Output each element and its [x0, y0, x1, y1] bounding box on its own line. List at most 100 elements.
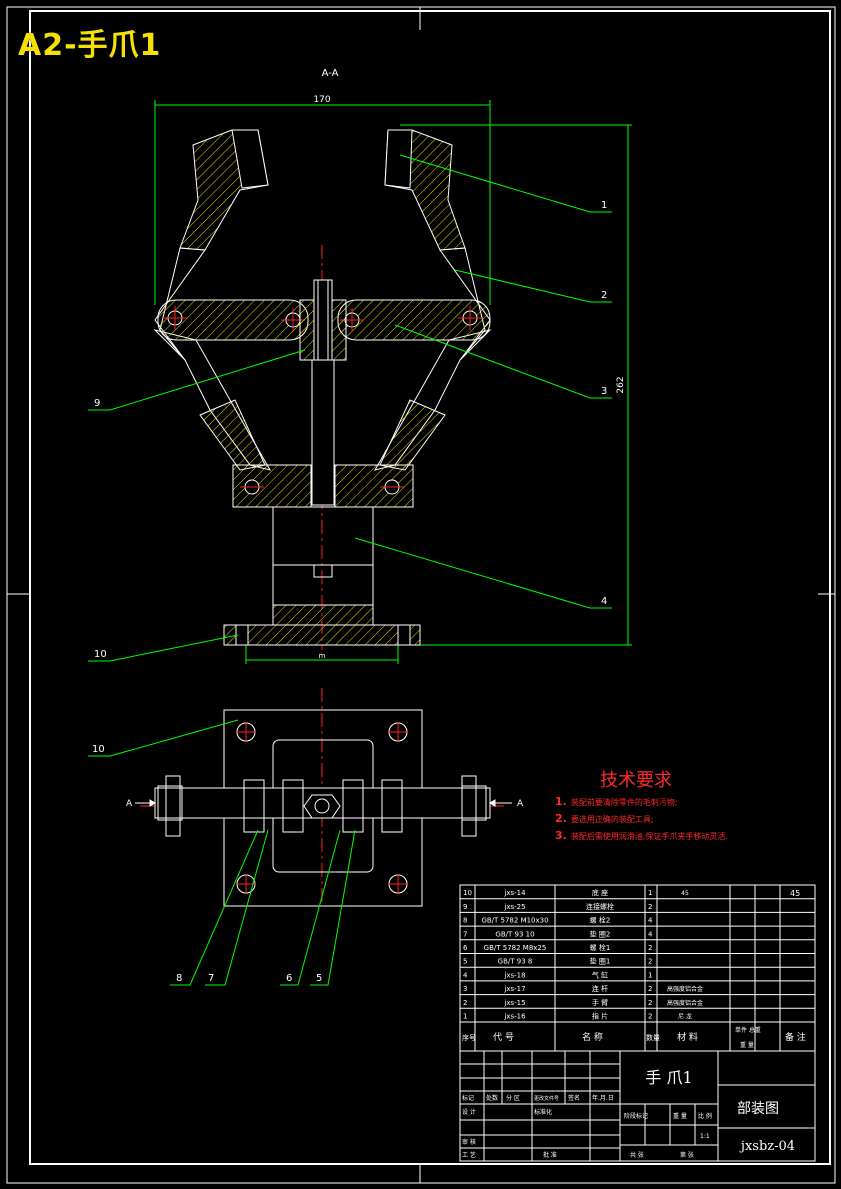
bom-cell-no: 9: [463, 903, 467, 911]
bom-header-material: 材 料: [677, 1031, 698, 1043]
tb-process: 工 艺: [462, 1151, 476, 1159]
title-block-frame: [459, 1050, 816, 1162]
bom-header: 序号 代 号 名 称 数量 材 料 单件 总重 重 量 备 注 45: [462, 889, 806, 1049]
bom-cell-name: 手 臂: [592, 998, 608, 1007]
sheet-frame: [6, 6, 836, 1184]
bom-cell-no: 2: [463, 999, 467, 1007]
bom-cell-material: 高强度铝合金: [667, 985, 703, 993]
section-arrow-left: A: [126, 799, 133, 809]
tb-sheet-no: 第 张: [680, 1151, 694, 1159]
tb-date: 年.月.日: [592, 1094, 614, 1102]
bom-cell-no: 1: [463, 1013, 467, 1021]
leader-lines: [88, 154, 612, 986]
bom-cell-name: 连接螺栓: [586, 902, 614, 911]
top-view: [154, 709, 491, 907]
bom-cell-material: 高强度铝合金: [667, 999, 703, 1007]
bom-cell-code: jxs-18: [503, 971, 525, 979]
dim-base: m: [319, 652, 326, 660]
tb-scale: 1:1: [700, 1133, 710, 1140]
bom-cell-name: 气 缸: [592, 970, 608, 979]
tech-req-item: 2.要选用正确的装配工具;: [555, 811, 728, 828]
sheet-title: A2-手爪1: [18, 28, 162, 63]
tb-weight: 重 量: [673, 1112, 687, 1120]
bom-cell-code: jxs-16: [503, 1013, 526, 1021]
tb-mark: 标记: [462, 1094, 474, 1102]
callout-9: 9: [94, 398, 100, 409]
tb-design: 设 计: [462, 1108, 476, 1116]
bom-cell-no: 10: [463, 889, 472, 897]
bom-cell-no: 3: [463, 985, 467, 993]
tb-drawing-no: jxsbz-04: [739, 1139, 795, 1154]
tech-requirements-list: 1.装配前要清除零件的毛刺污物; 2.要选用正确的装配工具; 3.装配后需使用润…: [555, 794, 728, 845]
bom-header-weight: 单件 总重: [735, 1026, 761, 1034]
bom-cell-qty: 4: [648, 930, 653, 938]
tb-approve: 批 准: [543, 1151, 557, 1159]
section-arrow-right: A: [517, 799, 524, 809]
bom-cell-material: 尼 龙: [678, 1013, 692, 1021]
tb-review: 审 核: [462, 1138, 476, 1146]
bom-cell-name: 连 杆: [592, 984, 608, 993]
bom-cell-code: jxs-25: [503, 903, 525, 911]
bom-cell-name: 垫 圈2: [590, 929, 611, 938]
tech-requirements-title: 技术要求: [600, 770, 672, 791]
bom-header-no: 序号: [462, 1033, 476, 1042]
bom-cell-no: 7: [463, 930, 467, 938]
bom-cell-name: 底 座: [592, 888, 608, 897]
bom-cell-material: 45: [681, 890, 689, 897]
callout-1: 1: [601, 200, 607, 211]
dim-width-170: 170: [313, 95, 330, 105]
tb-scale-label: 比 例: [698, 1112, 712, 1120]
bom-cell-name: 螺 栓1: [590, 943, 611, 952]
tech-req-num: 2.: [555, 812, 567, 825]
bom-header-name: 名 称: [582, 1031, 603, 1043]
section-arrows: [135, 799, 512, 807]
connecting-rods: [157, 299, 491, 341]
callout-7: 7: [208, 973, 214, 984]
dim-height-262: 262: [616, 376, 626, 393]
right-arm: [373, 129, 492, 471]
cylinder: [272, 506, 374, 606]
callout-6: 6: [286, 973, 292, 984]
bom-header-qty: 数量: [646, 1033, 660, 1042]
callout-10a: 10: [94, 649, 107, 660]
bom-cell-qty: 1: [648, 971, 652, 979]
bom-cell-qty: 2: [648, 985, 652, 993]
bom-cell-qty: 2: [648, 1013, 652, 1021]
bom-cell-no: 4: [463, 971, 468, 979]
callout-5: 5: [316, 973, 322, 984]
tb-std: 标准化: [534, 1108, 552, 1116]
bom-cell-qty: 4: [648, 917, 653, 925]
tech-req-text: 要选用正确的装配工具;: [570, 815, 654, 824]
bom-header-weight2: 重 量: [740, 1041, 754, 1049]
bom-cell-no: 8: [463, 917, 467, 925]
callout-8: 8: [176, 973, 182, 984]
tb-zone: 分 区: [506, 1094, 520, 1102]
callout-3: 3: [601, 386, 607, 397]
bom-cell-code: GB/T 93 8: [498, 958, 533, 966]
base-plate: [223, 604, 421, 646]
bom-cell-name: 指 片: [592, 1012, 608, 1021]
bom-cell-qty: 2: [648, 944, 652, 952]
tb-sign: 签名: [568, 1094, 580, 1102]
bom-cell-no: 5: [463, 958, 467, 966]
title-block-labels: 标记 处数 分 区 更改文件号 签名 年.月.日 设 计 标准化 审 核 工 艺…: [462, 1094, 712, 1159]
tech-req-text: 装配后需使用润滑油,保证手爪夹手移动灵活.: [570, 832, 728, 841]
bom-cell-code: GB/T 5782 M10x30: [481, 917, 548, 925]
bom-cell-code: jxs-15: [503, 999, 525, 1007]
pin-centerlines: [163, 306, 482, 332]
bom-cell-code: jxs-14: [503, 889, 526, 897]
callout-2: 2: [601, 290, 607, 301]
tech-req-num: 3.: [555, 829, 567, 842]
callout-10b: 10: [92, 744, 105, 755]
tech-req-text: 装配前要清除零件的毛刺污物;: [570, 798, 678, 807]
callout-4: 4: [601, 596, 607, 607]
bom-corner-value: 45: [790, 889, 800, 898]
tech-req-item: 1.装配前要清除零件的毛刺污物;: [555, 794, 728, 811]
bom-header-code: 代 号: [493, 1032, 514, 1043]
bom-cell-no: 6: [463, 944, 468, 952]
tb-count: 处数: [486, 1094, 498, 1102]
bom-cell-code: GB/T 5782 M8x25: [484, 944, 547, 952]
tb-change-doc: 更改文件号: [534, 1095, 559, 1102]
bom-cell-name: 垫 圈1: [590, 957, 611, 966]
